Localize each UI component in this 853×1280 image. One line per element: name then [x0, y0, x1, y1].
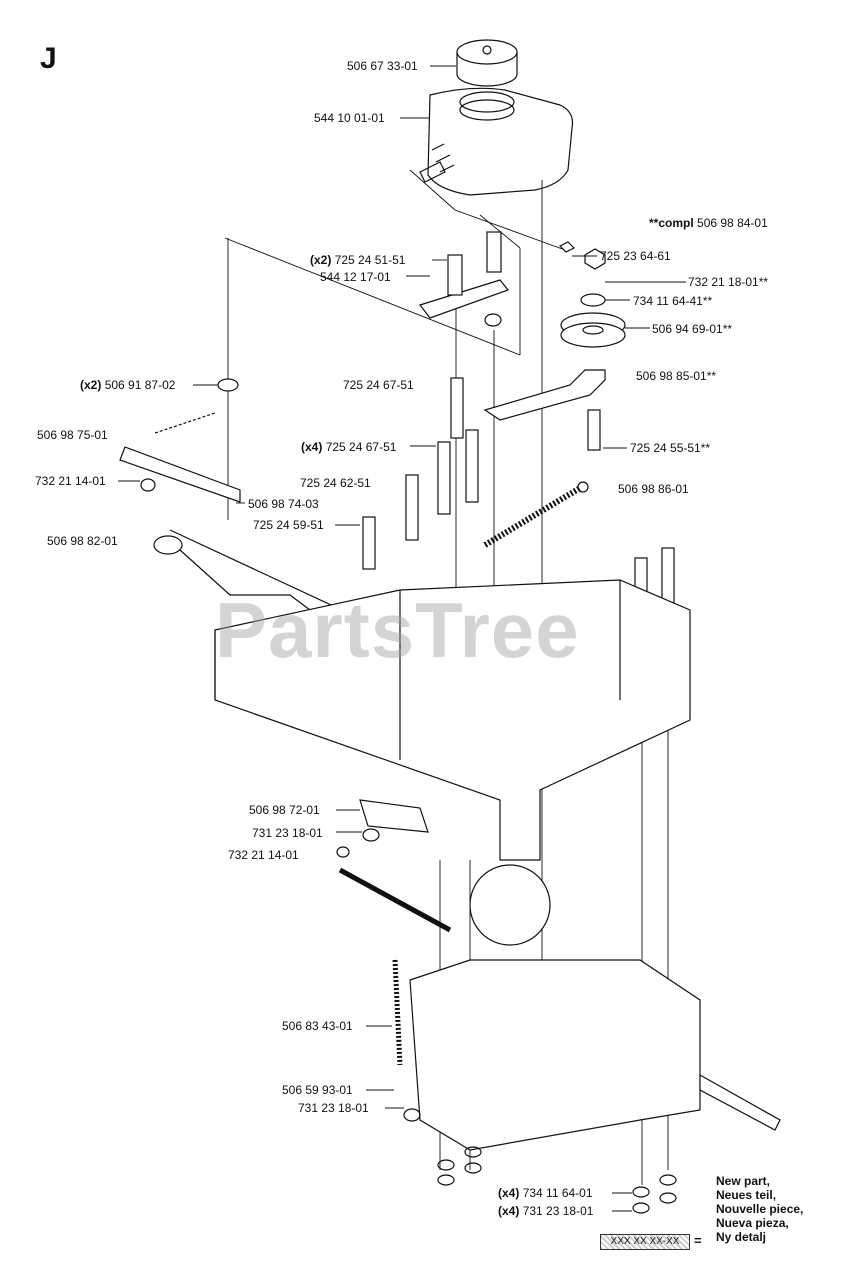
part-label[interactable]: 725 24 67-51: [343, 378, 414, 392]
pivot-plate: [359, 799, 429, 842]
legend-line: Nueva pieza,: [716, 1216, 789, 1230]
part-label[interactable]: 506 98 75-01: [37, 428, 108, 442]
compl-prefix: **compl: [649, 216, 694, 230]
transaxle: [338, 864, 781, 1214]
part-label[interactable]: 725 24 55-51**: [630, 441, 711, 455]
idler-arm: [483, 369, 606, 451]
part-label[interactable]: 732 21 18-01**: [688, 275, 769, 289]
new-part-legend: New part, Neues teil, Nouvelle piece, Nu…: [716, 1174, 803, 1244]
part-label[interactable]: 506 83 43-01: [282, 1019, 353, 1033]
part-label[interactable]: 506 94 69-01**: [652, 322, 733, 336]
legend-line: Neues teil,: [716, 1188, 777, 1202]
compl-note: **compl 506 98 84-01: [649, 216, 768, 230]
legend-line: Ny detalj: [716, 1230, 767, 1244]
legend-line: New part,: [716, 1174, 771, 1188]
part-label[interactable]: 725 24 62-51: [300, 476, 371, 490]
part-label[interactable]: 544 12 17-01: [320, 270, 391, 284]
part-label[interactable]: 731 23 18-01: [298, 1101, 369, 1115]
part-label[interactable]: 732 21 14-01: [228, 848, 299, 862]
part-label[interactable]: (x4) 731 23 18-01: [498, 1204, 594, 1218]
legend-equals: =: [694, 1233, 702, 1248]
part-label[interactable]: 506 98 86-01: [618, 482, 689, 496]
part-label[interactable]: 506 98 72-01: [249, 803, 320, 817]
part-label[interactable]: 734 11 64-41**: [633, 294, 713, 308]
new-part-marker-box: XXX XX XX-XX: [600, 1234, 690, 1250]
part-label[interactable]: (x2) 725 24 51-51: [310, 253, 406, 267]
part-label[interactable]: 544 10 01-01: [314, 111, 385, 125]
idler-pulley: [560, 248, 626, 348]
small-hardware: [140, 241, 576, 858]
part-label[interactable]: 506 98 85-01**: [636, 369, 717, 383]
section-letter: J: [40, 42, 57, 75]
tension-spring: [483, 481, 589, 548]
part-label[interactable]: 731 23 18-01: [252, 826, 323, 840]
leader-lines: [118, 65, 686, 1212]
part-label[interactable]: (x4) 725 24 67-51: [301, 440, 397, 454]
mounting-bracket: [418, 231, 509, 327]
part-label[interactable]: 506 67 33-01: [347, 59, 418, 73]
part-label[interactable]: 506 98 74-03: [248, 497, 319, 511]
tractor-frame: [214, 579, 691, 861]
fuel-cap: [456, 39, 518, 87]
part-label[interactable]: 506 59 93-01: [282, 1083, 353, 1097]
part-label[interactable]: 506 98 82-01: [47, 534, 118, 548]
legend-line: Nouvelle piece,: [716, 1202, 804, 1216]
part-label[interactable]: (x4) 734 11 64-01: [498, 1186, 593, 1200]
fuel-tank: [419, 87, 574, 196]
watermark: PartsTree: [215, 586, 580, 674]
part-label[interactable]: 732 21 14-01: [35, 474, 106, 488]
part-label[interactable]: 725 24 59-51: [253, 518, 324, 532]
compl-number: 506 98 84-01: [697, 216, 768, 230]
part-label[interactable]: (x2) 506 91 87-02: [80, 378, 176, 392]
part-label[interactable]: 725 23 64-61: [600, 249, 671, 263]
